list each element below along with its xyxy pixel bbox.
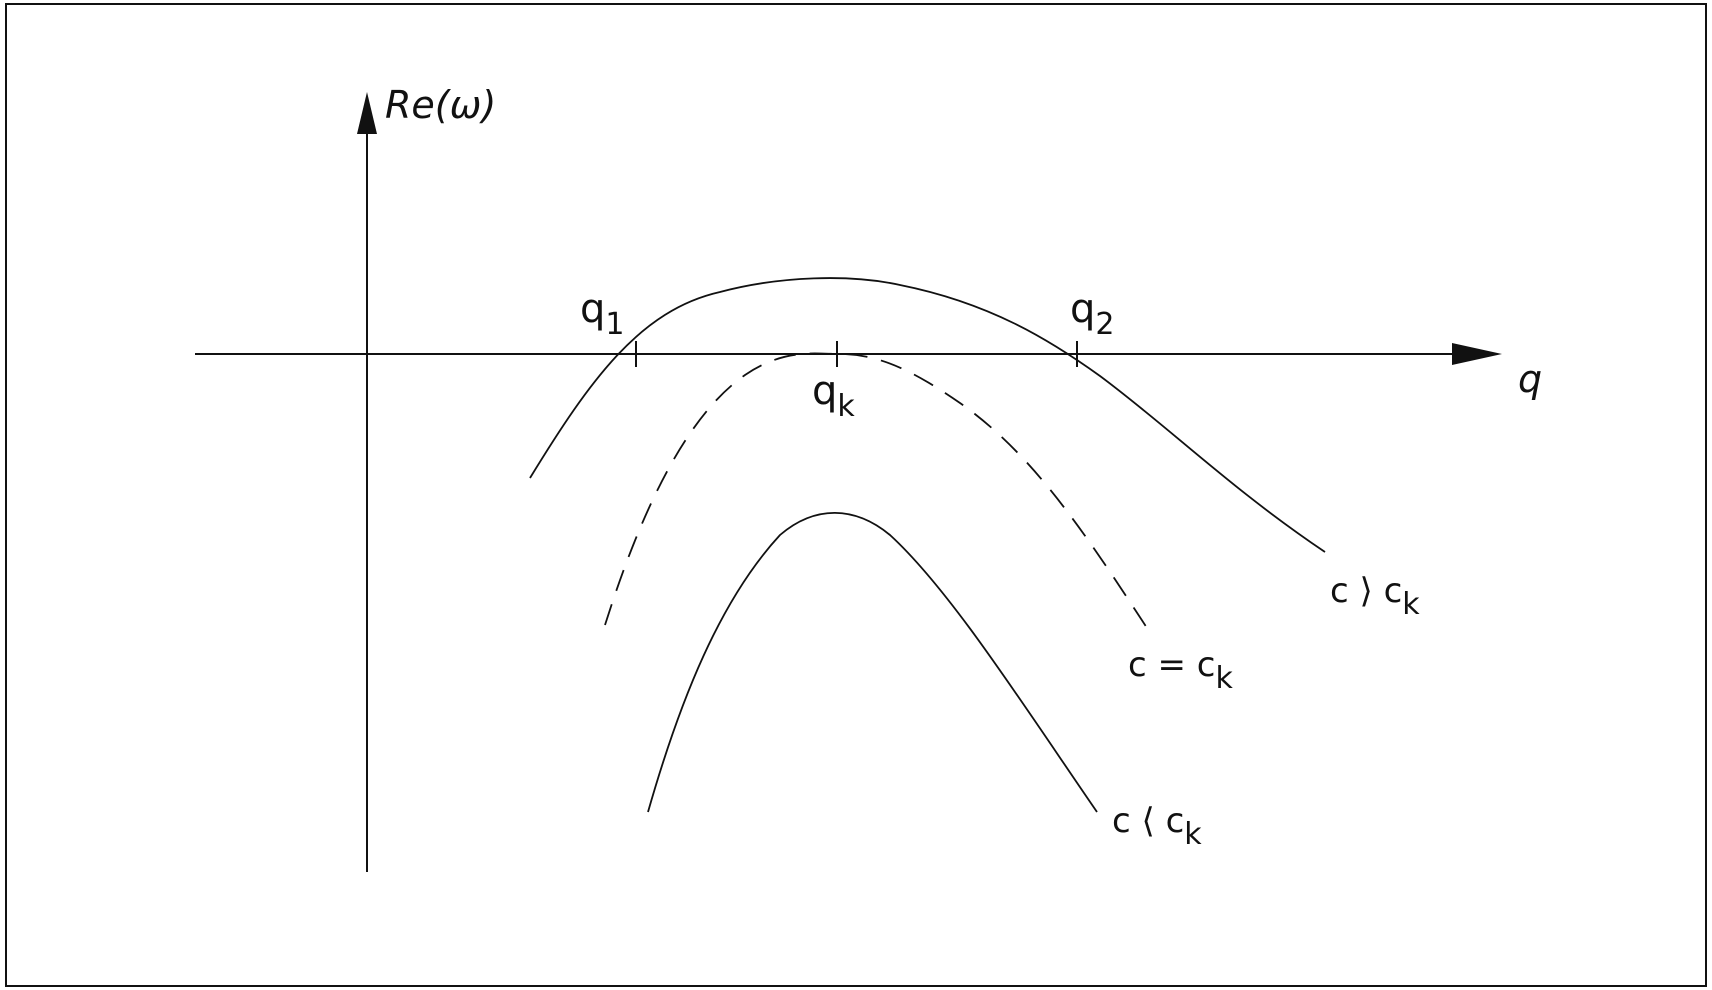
label-curve-c-greater-ck: c ⟩ ck [1330, 571, 1420, 622]
label-curve-c-greater-ck-main: c ⟩ c [1330, 571, 1402, 611]
figure-frame [5, 3, 1707, 987]
label-q1-sub: 1 [605, 307, 624, 342]
label-q1-main: q [580, 286, 605, 332]
label-curve-c-greater-ck-sub: k [1402, 587, 1420, 622]
curve-c-equal-ck [604, 352, 1148, 629]
y-axis-label-main: Re [385, 83, 435, 127]
label-q1: q1 [580, 286, 624, 342]
label-q2-sub: 2 [1095, 307, 1114, 342]
curve-c-greater-ck [529, 277, 1326, 553]
x-axis-arrowhead [1452, 343, 1502, 365]
y-axis-label: Re(ω) [385, 83, 496, 127]
x-axis-label: q [1518, 357, 1542, 401]
label-curve-c-equal-ck: c = ck [1128, 645, 1234, 696]
y-axis-label-paren: (ω) [435, 83, 496, 127]
label-qk-sub: k [837, 389, 855, 424]
label-qk-main: q [812, 368, 837, 414]
label-curve-c-less-ck-sub: k [1184, 817, 1202, 852]
label-qk: qk [812, 368, 855, 424]
y-axis-arrowhead [357, 92, 377, 134]
curve-c-less-ck [647, 511, 1098, 813]
label-curve-c-less-ck: c ⟨ ck [1112, 801, 1202, 852]
label-curve-c-equal-ck-main: c = c [1128, 645, 1216, 685]
label-curve-c-less-ck-main: c ⟨ c [1112, 801, 1184, 841]
label-curve-c-equal-ck-sub: k [1216, 661, 1234, 696]
label-q2-main: q [1070, 286, 1095, 332]
label-q2: q2 [1070, 286, 1114, 342]
